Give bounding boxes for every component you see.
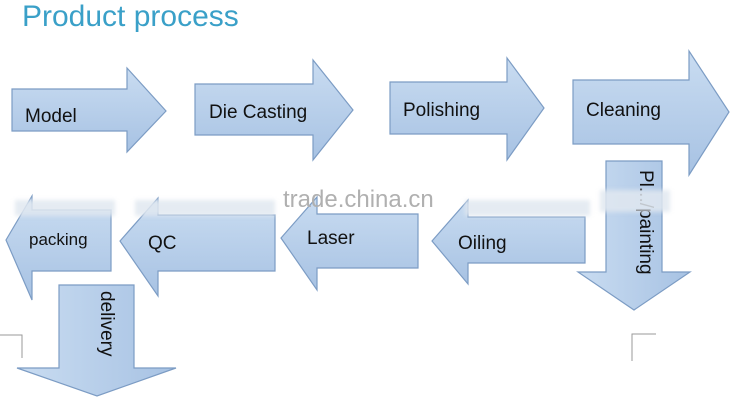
step-label: Oiling bbox=[458, 233, 507, 254]
step-polishing-arrow: Polishing bbox=[389, 56, 545, 162]
page-title: Product process bbox=[22, 0, 239, 33]
step-packing-arrow: packing bbox=[5, 193, 112, 301]
step-label: QC bbox=[148, 233, 177, 254]
step-delivery-arrow: delivery bbox=[16, 284, 177, 397]
watermark-band bbox=[465, 200, 590, 216]
step-painting-arrow: Pl.../painting bbox=[576, 160, 692, 311]
step-label: Polishing bbox=[403, 100, 480, 121]
step-label: Pl.../painting bbox=[635, 170, 656, 275]
step-laser-arrow: Laser bbox=[280, 195, 419, 292]
step-label: Die Casting bbox=[209, 102, 307, 123]
step-oiling-arrow: Oiling bbox=[431, 198, 586, 286]
step-label: packing bbox=[29, 230, 88, 249]
step-label: Laser bbox=[307, 228, 355, 249]
watermark: trade.china.cn bbox=[283, 186, 434, 213]
step-model-arrow: Model bbox=[11, 66, 167, 154]
step-label: Model bbox=[25, 106, 77, 127]
step-label: Cleaning bbox=[586, 100, 661, 121]
step-die-casting-arrow: Die Casting bbox=[194, 58, 354, 162]
crop-mark bbox=[631, 333, 656, 361]
step-cleaning-arrow: Cleaning bbox=[572, 48, 730, 178]
watermark-band bbox=[135, 200, 275, 216]
watermark-band bbox=[15, 200, 115, 216]
step-label: delivery bbox=[96, 291, 117, 357]
crop-mark bbox=[0, 334, 23, 358]
watermark-band bbox=[600, 190, 670, 212]
